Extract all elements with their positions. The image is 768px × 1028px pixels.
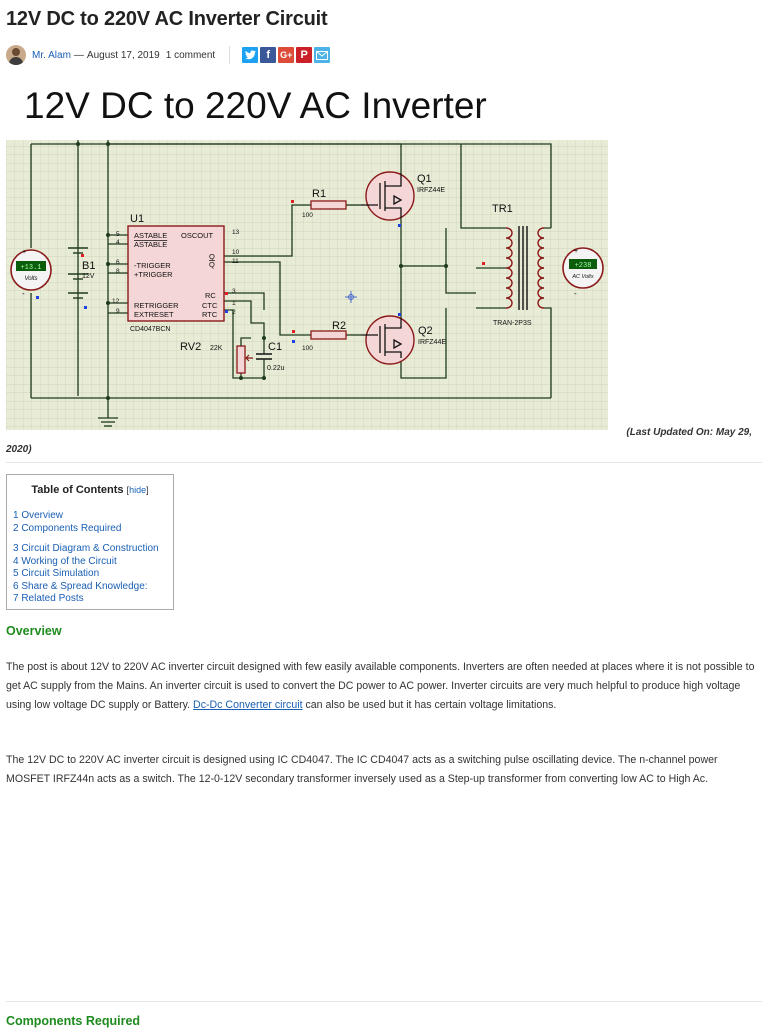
overview-heading: Overview — [6, 624, 62, 638]
svg-text:-: - — [22, 289, 25, 298]
figure-heading: 12V DC to 220V AC Inverter — [24, 85, 487, 126]
svg-text:RTC: RTC — [202, 310, 218, 319]
svg-text:+: + — [22, 249, 26, 256]
facebook-icon[interactable]: f — [260, 47, 277, 63]
dc-voltmeter-unit: Volts — [24, 276, 37, 282]
author-avatar[interactable] — [6, 45, 26, 65]
ac-voltmeter-value: +238 — [575, 262, 592, 270]
svg-text:-TRIGGER: -TRIGGER — [134, 261, 171, 270]
svg-text:Q: Q — [209, 260, 215, 269]
svg-text:RETRIGGER: RETRIGGER — [134, 301, 179, 310]
author-link[interactable]: Mr. Alam — [32, 49, 71, 61]
divider — [6, 462, 762, 463]
meta-dash: — — [73, 49, 84, 61]
svg-text:12: 12 — [112, 298, 120, 305]
svg-text:RV2: RV2 — [180, 341, 201, 353]
svg-text:8: 8 — [116, 268, 120, 275]
twitter-icon[interactable] — [242, 47, 259, 63]
svg-text:R2: R2 — [332, 320, 346, 332]
post-date: August 17, 2019 — [86, 49, 160, 61]
svg-text:IRFZ44E: IRFZ44E — [417, 187, 445, 194]
ic-part-number: CD4047BCN — [130, 326, 170, 333]
toc-list: 1 Overview 2 Components Required 3 Circu… — [13, 510, 159, 606]
svg-text:100: 100 — [302, 345, 313, 352]
toc-item-simulation[interactable]: 5 Circuit Simulation — [13, 568, 100, 579]
post-meta: Mr. Alam — August 17, 2019 1 comment f G… — [6, 44, 331, 66]
svg-text:IRFZ44E: IRFZ44E — [418, 339, 446, 346]
svg-text:9: 9 — [116, 308, 120, 315]
share-buttons: f G+ P — [242, 47, 331, 63]
ic-cd4047 — [127, 225, 225, 322]
svg-text:6: 6 — [116, 259, 120, 266]
pinterest-icon[interactable]: P — [296, 47, 313, 63]
ic-label: U1 — [130, 213, 144, 225]
svg-text:1: 1 — [232, 300, 236, 307]
svg-text:10: 10 — [232, 249, 240, 256]
svg-text:Q2: Q2 — [418, 325, 433, 337]
svg-text:ASTABLE: ASTABLE — [134, 231, 167, 240]
ac-voltmeter: +238 AC Volts — [562, 247, 604, 289]
svg-text:EXTRESET: EXTRESET — [134, 310, 174, 319]
svg-text:ASTABLE: ASTABLE — [134, 240, 167, 249]
toc-item-share[interactable]: 6 Share & Spread Knowledge: — [13, 580, 148, 592]
svg-text:OSCOUT: OSCOUT — [181, 231, 214, 240]
battery-label: B1 — [82, 260, 95, 272]
svg-text:C1: C1 — [268, 341, 282, 353]
overview-paragraph-2: The 12V DC to 220V AC inverter circuit i… — [6, 754, 718, 785]
dc-voltmeter: +13.1 Volts — [10, 249, 52, 291]
svg-text:13: 13 — [232, 229, 240, 236]
dc-voltmeter-value: +13.1 — [20, 264, 41, 272]
crosshair-icon — [345, 291, 357, 303]
last-updated-note: (Last Updated On: May 29, 2020) — [6, 427, 752, 455]
mosfet-q2 — [361, 315, 415, 365]
comments-link[interactable]: 1 comment — [165, 49, 216, 61]
components-heading: Components Required — [6, 1014, 141, 1028]
svg-text:Q: Q — [209, 252, 215, 261]
divider — [6, 1001, 762, 1002]
svg-text:CTC: CTC — [202, 301, 218, 310]
dc-dc-converter-link[interactable]: Dc-Dc Converter circuit — [193, 699, 303, 711]
svg-text:11: 11 — [232, 258, 239, 265]
email-icon[interactable] — [314, 47, 331, 63]
svg-text:+TRIGGER: +TRIGGER — [134, 270, 173, 279]
svg-text:3: 3 — [232, 288, 236, 295]
ac-voltmeter-unit: AC Volts — [571, 274, 593, 280]
svg-text:2: 2 — [232, 309, 236, 316]
resistor-r2 — [310, 330, 347, 340]
toc-title: Table of Contents — [31, 484, 124, 496]
svg-text:0.22u: 0.22u — [267, 365, 285, 372]
svg-text:+: + — [574, 248, 578, 255]
capacitor-c1 — [256, 338, 272, 373]
toc-item-related[interactable]: 7 Related Posts — [13, 593, 84, 604]
toc-item-overview[interactable]: 1 Overview — [13, 510, 64, 521]
battery-voltage: 12V — [82, 273, 95, 280]
toc-hide-link[interactable]: hide — [129, 485, 147, 495]
inverter-circuit-diagram: 12V DC to 220V AC Inverter B1 12V — [6, 78, 608, 430]
potentiometer-rv2 — [236, 337, 253, 374]
svg-text:R1: R1 — [312, 188, 326, 200]
svg-text:22K: 22K — [210, 345, 223, 352]
toc-item-components[interactable]: 2 Components Required — [13, 522, 122, 534]
svg-text:100: 100 — [302, 212, 313, 219]
svg-text:RC: RC — [205, 291, 216, 300]
resistor-r1 — [310, 200, 347, 210]
toc-item-circuit-diagram[interactable]: 3 Circuit Diagram & Construction — [13, 543, 159, 554]
svg-text:TRAN-2P3S: TRAN-2P3S — [493, 320, 532, 327]
page-title: 12V DC to 220V AC Inverter Circuit — [6, 8, 328, 30]
google-plus-icon[interactable]: G+ — [278, 47, 295, 63]
svg-text:TR1: TR1 — [492, 203, 513, 215]
svg-text:-: - — [574, 289, 577, 298]
table-of-contents: Table of Contents [hide] 1 Overview 2 Co… — [6, 474, 174, 610]
svg-text:5: 5 — [116, 231, 120, 238]
meta-divider — [229, 46, 231, 64]
toc-item-working[interactable]: 4 Working of the Circuit — [13, 555, 117, 567]
overview-paragraph-1: The post is about 12V to 220V AC inverte… — [6, 661, 755, 711]
transformer-tr1 — [476, 226, 552, 338]
svg-text:Q1: Q1 — [417, 173, 432, 185]
mosfet-q1 — [361, 171, 415, 221]
svg-text:4: 4 — [116, 239, 120, 246]
